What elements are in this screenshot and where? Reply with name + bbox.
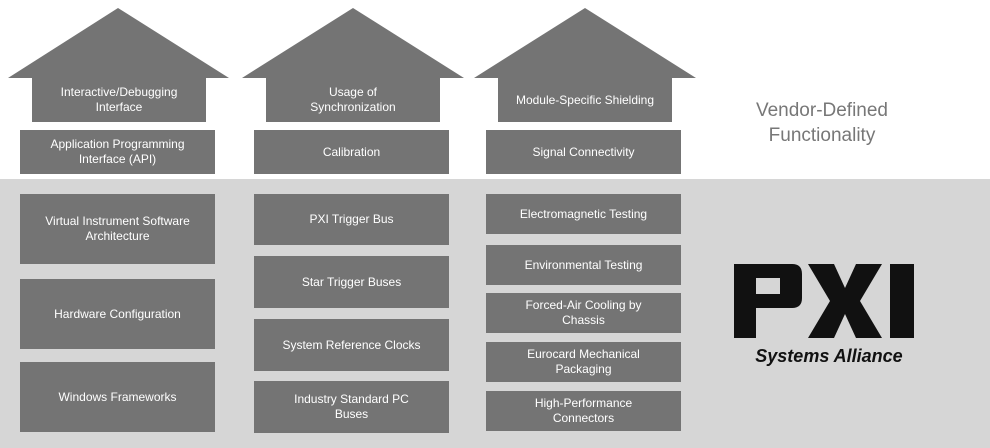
spec-box-col-2-item-2: Star Trigger Buses — [254, 256, 449, 308]
spec-box-col-3-item-2: Environmental Testing — [486, 245, 681, 285]
spec-box-col-1-item-1: Virtual Instrument Software Architecture — [20, 194, 215, 264]
spec-box-col-3-item-4: Eurocard Mechanical Packaging — [486, 342, 681, 382]
roof-col-1 — [8, 8, 229, 122]
spec-box-col-2-item-1: PXI Trigger Bus — [254, 194, 449, 245]
spec-box-col-3-item-5: High-Performance Connectors — [486, 391, 681, 431]
spec-box-col-1-item-3: Windows Frameworks — [20, 362, 215, 432]
upper-box-col-2: Calibration — [254, 130, 449, 174]
upper-box-col-3: Signal Connectivity — [486, 130, 681, 174]
pxi-logo-subtitle: Systems Alliance — [755, 346, 903, 366]
pxi-systems-alliance-logo: Systems Alliance — [734, 262, 924, 370]
roof-col-3 — [474, 8, 696, 122]
spec-box-col-3-item-1: Electromagnetic Testing — [486, 194, 681, 234]
roof-label-col-3: Module-Specific Shielding — [515, 92, 655, 107]
roof-label-col-1: Interactive/Debugging Interface — [60, 85, 178, 114]
vendor-defined-label: Vendor-Defined Functionality — [755, 100, 889, 146]
roof-col-2 — [242, 8, 464, 122]
pxi-logo-mark — [734, 264, 914, 338]
spec-box-col-1-item-2: Hardware Configuration — [20, 279, 215, 349]
upper-box-col-1: Application Programming Interface (API) — [20, 130, 215, 174]
spec-box-col-2-item-4: Industry Standard PC Buses — [254, 381, 449, 433]
roof-label-col-2: Usage of Synchronization — [310, 85, 396, 114]
spec-box-col-3-item-3: Forced-Air Cooling by Chassis — [486, 293, 681, 333]
spec-box-col-2-item-3: System Reference Clocks — [254, 319, 449, 371]
